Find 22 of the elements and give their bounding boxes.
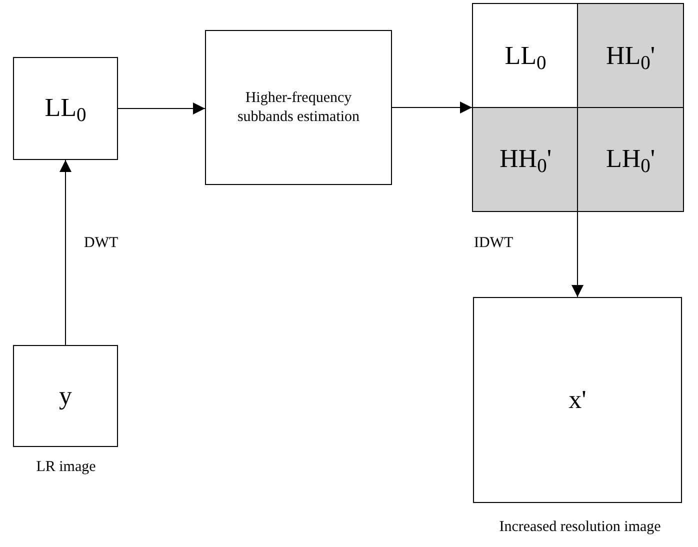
node-label: LH$_{0}$' — [604, 143, 656, 176]
node-label: HL$_{0}$' — [604, 40, 656, 72]
subband-box — [578, 108, 683, 211]
node-label: LL$_{0}$ — [504, 40, 548, 72]
arrow — [118, 102, 206, 114]
subband-box — [578, 4, 683, 108]
node-label: y — [58, 380, 73, 412]
arrow — [572, 210, 584, 298]
subband-box — [13, 57, 118, 160]
node-caption: Increased resolution image — [499, 518, 661, 537]
process-box — [205, 30, 392, 185]
node-caption: LR image — [36, 458, 96, 477]
subband-box — [13, 345, 118, 447]
node-label: x' — [568, 384, 588, 416]
arrow — [60, 160, 72, 346]
node-label: LL$_{0}$ — [44, 92, 88, 125]
subband-box — [473, 297, 682, 503]
node-label: HH$_{0}$' — [498, 143, 552, 176]
node-label: Higher-frequency subbands estimation — [236, 88, 361, 126]
subband-box — [473, 108, 578, 211]
quadrant-grid — [472, 3, 682, 210]
arrow — [392, 102, 472, 114]
